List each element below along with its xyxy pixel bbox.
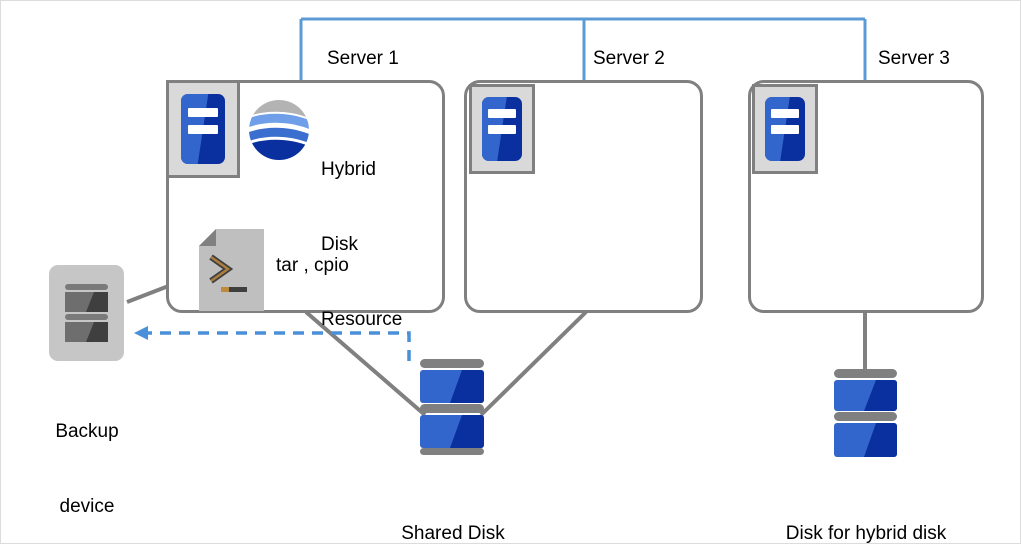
backup-device-icon[interactable] [49, 265, 124, 361]
backup-device-label: Backup device [21, 369, 153, 543]
hybrid-disk-label-line-1: Disk for hybrid disk [785, 523, 947, 544]
server-2-box[interactable] [464, 80, 703, 313]
server-1-icon [166, 80, 240, 178]
backup-flow-arrowhead [134, 326, 148, 340]
server-unit-graphic [482, 97, 522, 161]
server-unit-bar-top [771, 109, 799, 118]
server-3-title: Server 3 [878, 48, 950, 69]
hybrid-line-2: Disk [321, 234, 358, 255]
hybrid-disk-label: Disk for hybrid disk resource [741, 471, 991, 544]
server-unit-bar-top [488, 109, 516, 118]
server-unit-bar-top [188, 108, 218, 117]
server-3-icon [752, 84, 818, 174]
shared-disk-icon[interactable] [416, 359, 488, 455]
server-unit-bar-bottom [771, 125, 799, 134]
hybrid-disk-icon[interactable] [831, 369, 901, 459]
server-unit-bar-bottom [188, 125, 218, 134]
globe-waves-icon [248, 99, 310, 161]
shared-disk-label: Shared Disk for hybrid disk resource [321, 471, 585, 544]
hybrid-line-1: Hybrid [321, 159, 376, 180]
script-label: tar , cpio [276, 255, 349, 276]
server-unit-bar-bottom [488, 125, 516, 134]
server-1-title: Server 1 [327, 48, 399, 69]
server-unit-graphic [181, 94, 225, 164]
hybrid-line-3: Resource [321, 309, 403, 330]
shared-disk-label-line-1: Shared Disk [401, 523, 505, 544]
server-2-title: Server 2 [593, 48, 665, 69]
backup-label-line-1: Backup [55, 421, 119, 442]
hybrid-disk-resource-label: Hybrid Disk Resource [321, 107, 451, 382]
backup-label-line-2: device [59, 496, 115, 517]
server-unit-graphic [765, 97, 805, 161]
server-2-icon [469, 84, 535, 174]
script-file-icon [199, 229, 264, 311]
